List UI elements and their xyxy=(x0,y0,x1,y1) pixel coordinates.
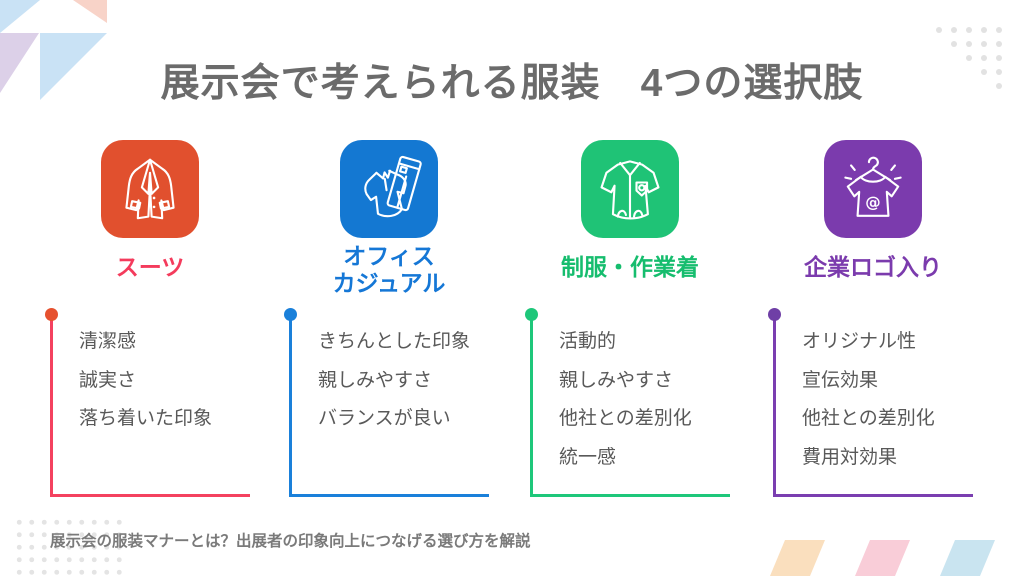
logo-tshirt-icon: @ xyxy=(844,156,902,217)
suit-points-box: 清潔感 誠実さ 落ち着いた印象 xyxy=(45,308,250,497)
list-item: 清潔感 xyxy=(79,331,137,352)
list-item: 親しみやすさ xyxy=(559,369,674,391)
list-item: 他社との差別化 xyxy=(802,408,935,429)
list-item: 誠実さ xyxy=(79,369,137,391)
office-casual-points-box: きちんとした印象 親しみやすさ バランスが良い xyxy=(284,308,489,497)
suit-icon-tile xyxy=(101,140,199,238)
column-label-uniform: 制服・作業着 xyxy=(561,254,699,280)
column-company-logo: @ 企業ロゴ入り オリジナル性 宣伝効果 他社との差別化 費用対効果 xyxy=(768,140,973,497)
column-uniform: 制服・作業着 活動的 親しみやすさ 他社との差別化 統一感 xyxy=(525,140,730,497)
column-label-company-logo: 企業ロゴ入り xyxy=(804,254,942,280)
column-label-suit: スーツ xyxy=(115,254,185,280)
list-item: 統一感 xyxy=(559,446,617,468)
suit-jacket-icon xyxy=(125,158,175,220)
list-item: オリジナル性 xyxy=(802,331,917,352)
uniform-points-box: 活動的 親しみやすさ 他社との差別化 統一感 xyxy=(525,308,730,497)
office-casual-icon-tile xyxy=(340,140,438,238)
list-item: 落ち着いた印象 xyxy=(79,408,213,429)
list-item: 親しみやすさ xyxy=(318,369,433,391)
dot-grid-decoration xyxy=(13,516,129,576)
list-item: 宣伝効果 xyxy=(802,369,879,391)
dot-triangle-decoration xyxy=(936,27,1002,89)
column-suit: スーツ 清潔感 誠実さ 落ち着いた印象 xyxy=(45,140,250,497)
list-item: 活動的 xyxy=(559,331,617,352)
column-office-casual: オフィス カジュアル きちんとした印象 親しみやすさ バランスが良い xyxy=(284,140,489,497)
office-casual-icon xyxy=(364,155,422,218)
uniform-icon-tile xyxy=(581,140,679,238)
column-label-office-casual: オフィス カジュアル xyxy=(332,243,446,296)
list-item: バランスが良い xyxy=(318,408,451,429)
company-logo-points-box: オリジナル性 宣伝効果 他社との差別化 費用対効果 xyxy=(768,308,973,497)
list-item: 他社との差別化 xyxy=(559,408,692,429)
logo-tshirt-icon-tile: @ xyxy=(824,140,922,238)
svg-text:@: @ xyxy=(865,194,880,212)
uniform-shirt-icon xyxy=(600,160,660,220)
list-item: 費用対効果 xyxy=(802,446,898,468)
corner-triangles-decoration xyxy=(0,0,107,100)
footer-caption: 展示会の服装マナーとは？出展者の印象向上につなげる選び方を解説 xyxy=(50,533,531,550)
list-item: きちんとした印象 xyxy=(318,331,471,352)
page-title: 展示会で考えられる服装 4つの選択肢 xyxy=(160,62,864,105)
stripe-decoration xyxy=(770,540,995,576)
